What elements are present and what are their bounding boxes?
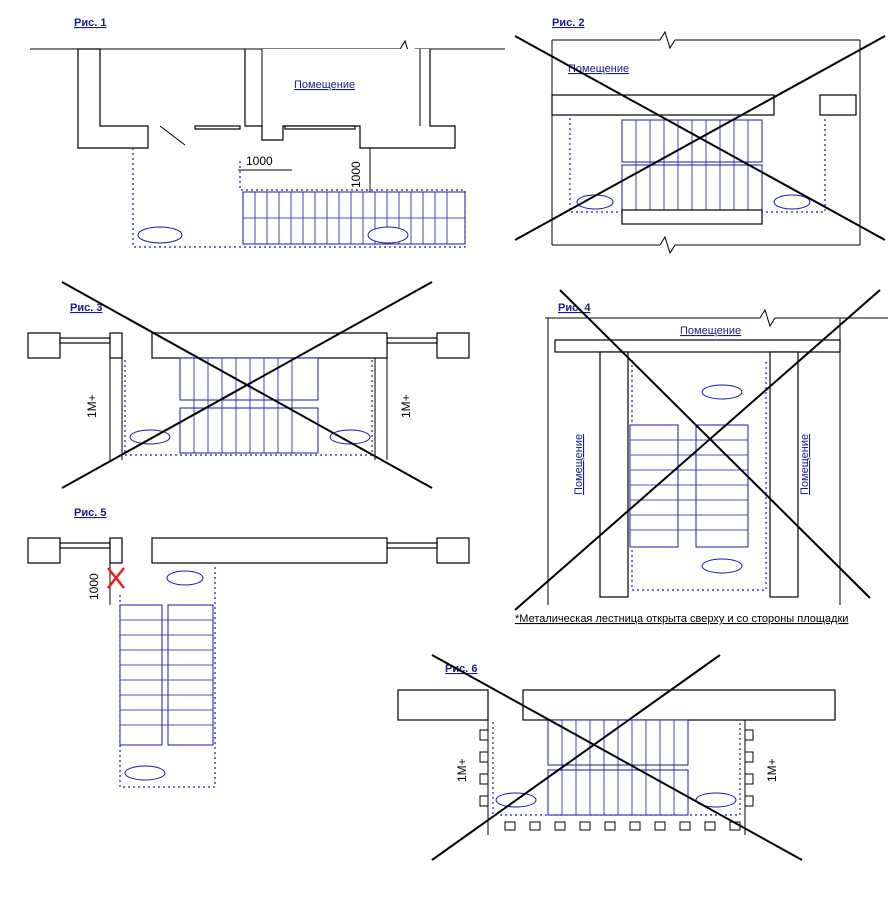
dimension-1000-vertical: 1000 [87,573,101,600]
figure-3: Рис. 3 1М+ 1М+ [27,281,470,489]
room-label: Помещение [294,79,355,91]
figure-6: Рис. 6 1М+ 1М+ [397,654,836,861]
manhole-icon [701,384,743,400]
manhole-icon [367,226,409,244]
figure-1: Рис. 1 Помещение 1000 1000 [30,17,505,248]
exit-width-label: 1М+ [399,394,413,418]
manhole-icon [329,429,371,445]
stair-flight [242,191,466,245]
figure-4-label: Рис. 4 [558,302,591,314]
manhole-icon [166,570,204,586]
figure-3-label: Рис. 3 [70,302,102,314]
manhole-icon [701,558,743,574]
room-label: Помещение [680,325,741,337]
room-label: Помещение [799,434,811,495]
room-label: Помещение [568,63,629,75]
manhole-icon [137,226,183,244]
figure-5: Рис. 5 1000 [27,507,470,788]
prohibited-mark-icon [107,567,125,589]
figure-2-label: Рис. 2 [552,17,584,29]
dimension-1000-vertical: 1000 [349,161,363,188]
figure-4: Рис. 4 Помещение Помещение Помещение *Ме… [514,289,888,625]
figure-5-label: Рис. 5 [74,507,106,519]
exit-width-label: 1М+ [765,758,779,782]
manhole-icon [124,765,166,781]
figure-2: Рис. 2 Помещение [514,17,886,255]
footnote: *Металическая лестница открыта сверху и … [515,613,848,625]
stair-flight [621,119,763,225]
room-label: Помещение [573,434,585,495]
dimension-1000: 1000 [246,154,273,168]
exit-width-label: 1М+ [455,758,469,782]
exit-width-label: 1М+ [85,394,99,418]
manhole-icon [695,792,737,808]
manhole-icon [773,194,811,210]
figure-1-label: Рис. 1 [74,17,106,29]
